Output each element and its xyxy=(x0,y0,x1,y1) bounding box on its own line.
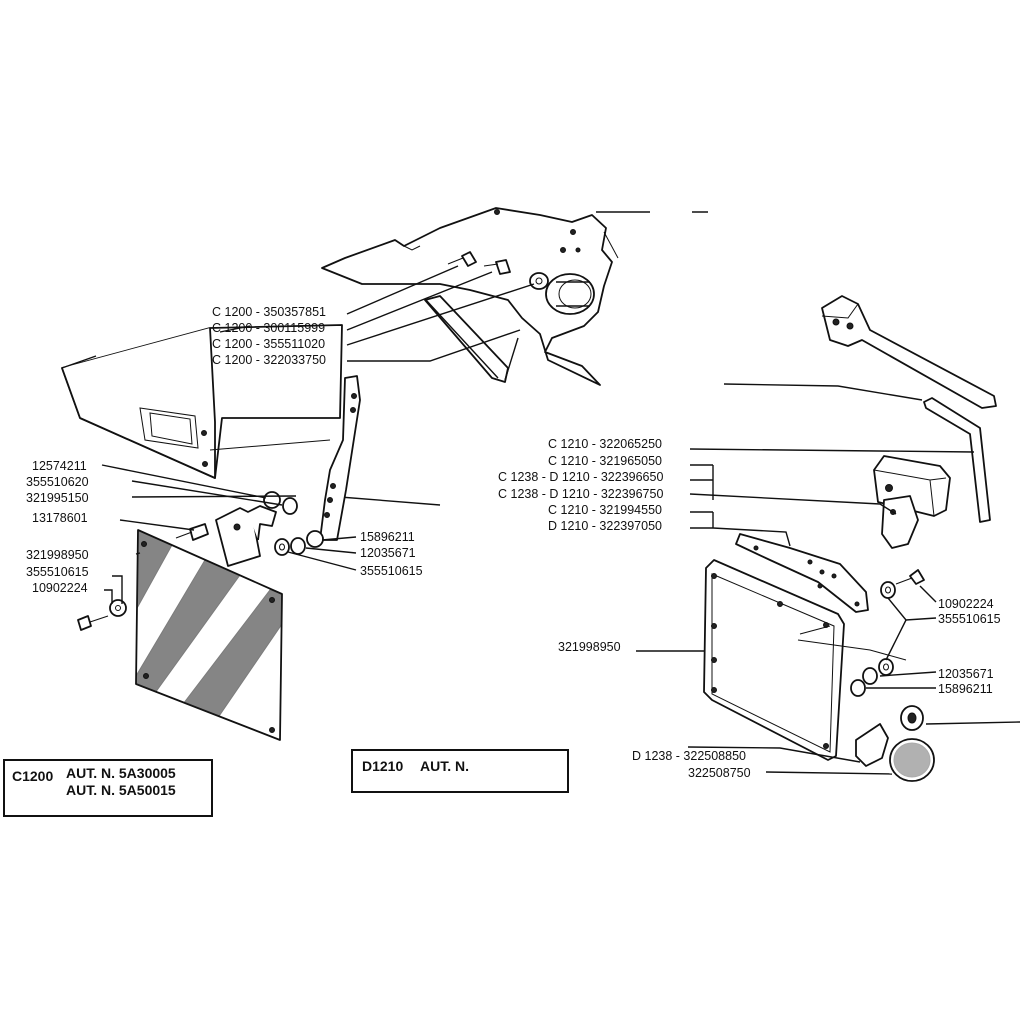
box-d1210-model: D1210 xyxy=(362,758,403,774)
label-321995150: 321995150 xyxy=(26,491,89,505)
label-10902224-right: 10902224 xyxy=(938,597,994,611)
label-12574211: 12574211 xyxy=(32,459,87,473)
label-c1200-355511020: C 1200 - 355511020 xyxy=(212,337,325,351)
label-c1200-322033750: C 1200 - 322033750 xyxy=(212,353,326,367)
leader-lines-right xyxy=(636,448,975,775)
labels-left: C 1200 - 350357851 C 1200 - 300115999 C … xyxy=(26,305,423,595)
label-c1238-d1210-322396650: C 1238 - D 1210 - 322396650 xyxy=(498,470,663,484)
left-fender-assembly xyxy=(61,324,441,741)
label-15896211-right: 15896211 xyxy=(938,682,993,696)
label-13178601: 13178601 xyxy=(32,511,88,525)
label-321998950-left: 321998950 xyxy=(26,548,89,562)
label-d1210-322397050: D 1210 - 322397050 xyxy=(548,519,662,533)
chassis-top-assembly xyxy=(321,207,708,386)
label-12035671-left: 12035671 xyxy=(360,546,416,560)
label-d1238-322508850: D 1238 - 322508850 xyxy=(632,749,746,763)
label-322508750: 322508750 xyxy=(688,766,751,780)
label-c1200-300115999: C 1200 - 300115999 xyxy=(212,321,325,335)
leader-lines-left xyxy=(101,265,535,604)
label-c1210-321965050: C 1210 - 321965050 xyxy=(548,454,662,468)
box-d1210-line1: AUT. N. xyxy=(420,758,469,774)
label-c1210-321994550: C 1210 - 321994550 xyxy=(548,503,662,517)
label-c1210-322065250: C 1210 - 322065250 xyxy=(548,437,662,451)
box-c1200-line2: AUT. N. 5A50015 xyxy=(66,782,176,798)
box-c1200-line1: AUT. N. 5A30005 xyxy=(66,765,176,781)
info-box-d1210: D1210 AUT. N. xyxy=(351,749,569,793)
box-c1200-model: C1200 xyxy=(12,768,53,784)
label-355510615-left-b: 355510615 xyxy=(360,564,423,578)
label-12035671-right: 12035671 xyxy=(938,667,994,681)
label-355510615-right: 355510615 xyxy=(938,612,1001,626)
label-10902224-left: 10902224 xyxy=(32,581,88,595)
info-box-c1200: C1200 AUT. N. 5A30005 AUT. N. 5A50015 xyxy=(3,759,213,817)
label-321998950-right: 321998950 xyxy=(558,640,621,654)
label-355510615-left: 355510615 xyxy=(26,565,89,579)
label-15896211-left: 15896211 xyxy=(360,530,415,544)
label-355510620: 355510620 xyxy=(26,475,89,489)
label-c1200-350357851: C 1200 - 350357851 xyxy=(212,305,326,319)
right-plate-assembly xyxy=(703,295,1021,782)
label-c1238-d1210-322396750: C 1238 - D 1210 - 322396750 xyxy=(498,487,663,501)
labels-right: C 1210 - 322065250 C 1210 - 321965050 C … xyxy=(498,437,1001,780)
